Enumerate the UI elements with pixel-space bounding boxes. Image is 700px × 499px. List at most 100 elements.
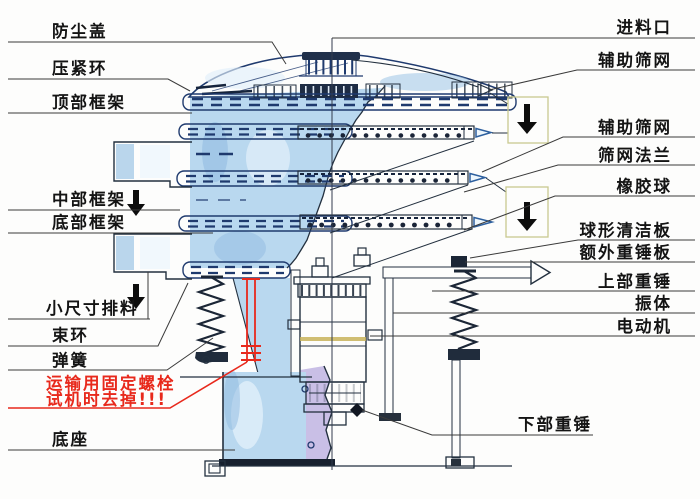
leader-lines: [8, 37, 695, 451]
deck-flag-marker: [477, 83, 494, 97]
label-top-frame: 顶部框架: [52, 92, 126, 112]
base-assembly: [180, 277, 512, 477]
base-shade: [224, 370, 240, 430]
ring-3: [176, 170, 353, 187]
label-bottom-frame: 底部框架: [52, 212, 126, 232]
cover-sweep-curve: [351, 59, 479, 88]
body-highlight: [246, 130, 290, 186]
chute-upper-light: [140, 145, 170, 178]
motor-terminal-box: [367, 329, 383, 341]
label-spring: 弹簧: [52, 350, 89, 370]
stand-leg-center: [384, 277, 394, 415]
dome-seam-dash-1: [195, 83, 227, 90]
label-motor: 电动机: [617, 316, 673, 336]
dome-highlight: [205, 67, 285, 89]
left-seat-bolt: [202, 356, 210, 364]
label-press-ring: 压紧环: [52, 59, 108, 78]
right-spring-seat: [448, 349, 480, 360]
ring-top: [182, 93, 517, 111]
label-vibrating-body: 振体: [635, 293, 672, 313]
label-base: 底座: [52, 429, 89, 449]
body-fill: [190, 88, 382, 268]
stand-frame: [290, 256, 552, 469]
flow-down-arrow-icon-right-1: [517, 104, 537, 134]
label-aux-screen-2: 辅助筛网: [598, 117, 672, 137]
body-shade-2: [214, 231, 266, 265]
flow-box-2: [505, 186, 549, 238]
top-bolt-2-stem: [357, 247, 367, 256]
label-ball-cleaning-plate: 球形清洁板: [580, 220, 673, 240]
ring-2: [178, 123, 353, 140]
label-lower-weight: 下部重锤: [518, 414, 592, 434]
flow-down-arrow-icon-left-2: [127, 284, 145, 309]
base-bolt-2: [307, 441, 315, 449]
label-extra-weight-plate: 额外重锤板: [580, 242, 673, 262]
left-spring-seat: [195, 352, 228, 363]
body-shade: [202, 122, 228, 182]
label-bundle-ring: 束环: [52, 325, 89, 345]
inlet-rim: [302, 52, 360, 60]
lower-skirt: [233, 278, 290, 377]
label-middle-frame: 中部框架: [52, 189, 126, 209]
chute-lower-light: [140, 237, 170, 269]
dome-lid: [187, 52, 513, 99]
label-warning-line1: 运输用固定螺栓: [46, 373, 176, 393]
clamp-rings: [176, 93, 517, 279]
top-bolt-1: [311, 265, 329, 278]
ring-bottom-bundle: [182, 261, 291, 279]
stand-leg-center-foot: [379, 413, 401, 421]
deck-diagonal-3: [331, 228, 473, 279]
chute-upper: [113, 141, 192, 188]
base-bottom-plate: [219, 459, 335, 466]
stand-right-foot-bolt: [451, 459, 461, 466]
deck1-hatch-tip: [463, 125, 475, 140]
label-small-size-discharge: 小尺寸排料: [46, 298, 139, 318]
base-bolt-1: [301, 385, 309, 393]
label-screen-flange: 筛网法兰: [598, 145, 672, 165]
channel-link-3: [485, 177, 507, 193]
screen-deck-1: [297, 125, 494, 140]
lower-weight-diamond-bolt: [350, 403, 364, 417]
discharge-right-arrow-icon-2: [469, 172, 488, 184]
chute-lower: [113, 233, 192, 280]
flow-box-1: [507, 96, 549, 144]
labels-left: 防尘盖 压紧环 顶部框架 中部框架 底部框架 小尺寸排料 束环 弹簧 运输用固定…: [46, 21, 176, 449]
warning-leader: [8, 361, 248, 409]
flow-down-arrow-icon-left-1: [127, 190, 145, 216]
top-bolt-1-stem: [315, 257, 325, 267]
machine-body: [190, 85, 386, 269]
deck-diagonal-2: [329, 184, 469, 234]
cutaway-torn-edge: [286, 85, 386, 269]
discharge-chutes: [113, 141, 192, 280]
motor-side-bolt: [287, 319, 301, 330]
dome-panel-line-1: [211, 61, 319, 92]
plate-end-arrow-icon: [530, 259, 552, 286]
screen-deck-3: [299, 214, 495, 230]
motor-band: [300, 337, 366, 341]
labels-right: 进料口 辅助筛网 辅助筛网 筛网法兰 橡胶球 球形清洁板 额外重锤板 上部重锤 …: [518, 17, 673, 434]
channel-link-1: [489, 92, 509, 105]
label-rubber-ball: 橡胶球: [617, 176, 673, 196]
dome-panel-line-2: [227, 62, 349, 95]
label-feed-inlet: 进料口: [617, 17, 673, 37]
base-foot: [204, 460, 226, 477]
transport-fixing-bolts: [241, 278, 261, 362]
suspension-springs: [195, 269, 480, 364]
spring-left: [195, 276, 227, 355]
flow-down-arrow-icon-right-2: [517, 202, 537, 231]
label-upper-weight: 上部重锤: [598, 271, 672, 291]
label-aux-screen-1: 辅助筛网: [598, 50, 672, 70]
label-dust-cover: 防尘盖: [52, 21, 108, 41]
chute-lower-shade: [116, 236, 134, 270]
stand-right-foot: [445, 456, 475, 469]
motor-assembly: [287, 38, 383, 470]
spring-right: [448, 270, 480, 351]
lower-weight-block: [323, 411, 347, 426]
flow-arrows: [127, 104, 537, 309]
stand-leg-right: [451, 359, 461, 459]
feed-inlet-port: [299, 52, 363, 77]
plate-top-bolt: [451, 256, 467, 267]
base-foot-bolt: [208, 463, 221, 474]
